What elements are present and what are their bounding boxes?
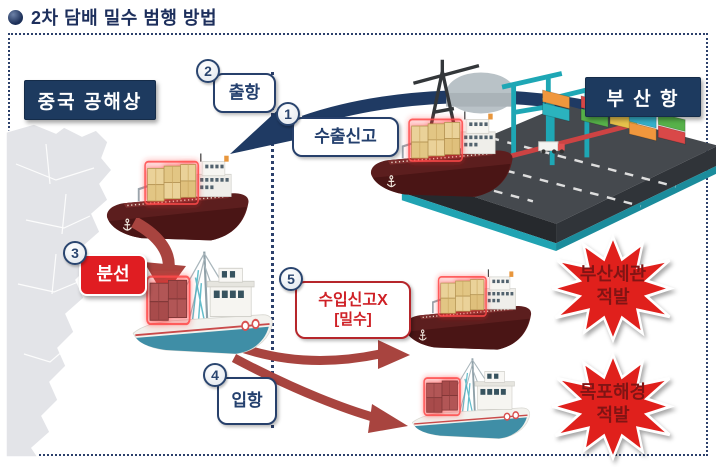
step-5-label: 수입신고X [밀수]: [295, 281, 411, 339]
route-arrow-to-busan: [234, 340, 410, 369]
region-label-busan-port: 부 산 항: [585, 77, 701, 117]
title-bullet-icon: [8, 9, 23, 25]
fishing-boat-open-sea: [128, 246, 282, 376]
cargo-ship-to-busan: [400, 268, 536, 364]
alert-mokpo-line1: 목포해경: [579, 382, 647, 402]
step-2-number: 2: [196, 59, 220, 83]
step-4-label: 입항: [217, 377, 277, 425]
step-5-label-line2: [밀수]: [334, 310, 372, 328]
alert-busan-line2: 적발: [596, 286, 630, 307]
transship-arrow: [131, 218, 186, 296]
step-4-number: 4: [203, 363, 227, 387]
step-3-number: 3: [63, 241, 87, 265]
step-3-label: 분선: [79, 254, 147, 296]
page-title-row: 2차 담배 밀수 범행 방법: [8, 2, 217, 32]
region-label-china-open-sea: 중국 공해상: [24, 80, 156, 120]
step-1-number: 1: [276, 102, 300, 126]
step-5-label-line1: 수입신고X: [318, 292, 388, 310]
alert-busan-line1: 부산세관: [579, 264, 647, 284]
step-2-label: 출항: [213, 73, 276, 113]
smuggle-route-arrows: [232, 340, 410, 433]
alert-busan-customs: 부산세관 적발: [549, 233, 677, 345]
starburst-icon: [551, 351, 676, 462]
sea-port-divider: [271, 72, 274, 428]
alert-mokpo-coastguard: 목포해경 적발: [549, 351, 677, 463]
step-1-label: 수출신고: [292, 117, 399, 157]
route-arrow-to-mokpo: [232, 354, 408, 433]
starburst-icon: [551, 233, 676, 344]
step-5-number: 5: [279, 267, 303, 291]
page-title: 2차 담배 밀수 범행 방법: [31, 8, 218, 28]
alert-mokpo-line2: 적발: [596, 404, 630, 425]
fishing-boat-to-mokpo: [408, 354, 538, 456]
